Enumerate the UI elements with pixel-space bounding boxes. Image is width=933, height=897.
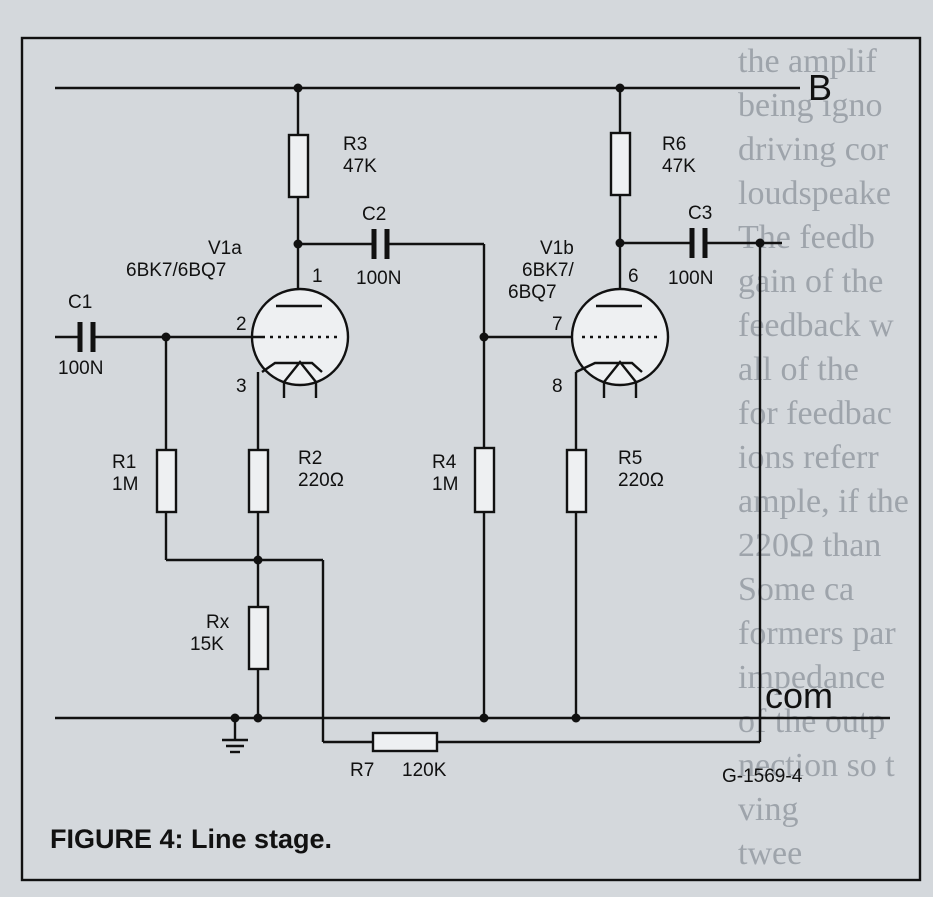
c1-value: 100N: [58, 358, 103, 379]
r5-value: 220Ω: [618, 470, 664, 491]
r6-value: 47K: [662, 156, 696, 177]
r7-label: R7: [350, 760, 374, 781]
r2-value: 220Ω: [298, 470, 344, 491]
bg-line: ions referr: [738, 439, 879, 476]
bg-line: being igno: [738, 87, 883, 124]
tube-v1b: [570, 287, 670, 398]
figure-frame: [20, 36, 922, 882]
resistor-rx: [247, 605, 270, 671]
r1-value: 1M: [112, 474, 138, 495]
r4-label: R4: [432, 452, 457, 473]
supply-rail-label: B: [808, 67, 832, 108]
bg-line: for feedbac: [738, 395, 892, 432]
figure-code: G-1569-4: [722, 766, 803, 787]
v1a-type: 6BK7/6BQ7: [126, 260, 226, 281]
resistor-r4: [473, 446, 496, 514]
resistor-r3: [287, 133, 310, 199]
resistor-r6: [609, 131, 632, 197]
common-rail-label: com: [765, 675, 833, 716]
rx-value: 15K: [190, 634, 224, 655]
rx-label: Rx: [206, 612, 230, 633]
bg-line: impedance: [738, 659, 886, 696]
bg-line: Some ca: [738, 571, 855, 608]
v1a-pin-cathode: 3: [236, 376, 247, 397]
v1a-label: V1a: [208, 238, 242, 259]
bg-line: feedback w: [738, 307, 894, 344]
v1b-pin-grid: 7: [552, 314, 563, 335]
bg-line: ample, if the: [738, 483, 909, 520]
background-article-text: the amplif being igno driving cor loudsp…: [738, 40, 933, 876]
c2-label: C2: [362, 204, 386, 225]
bg-line: gain of the: [738, 263, 884, 300]
bg-line: 220Ω than: [738, 527, 882, 564]
bg-line: loudspeake: [738, 175, 891, 212]
c2-value: 100N: [356, 268, 401, 289]
v1b-label: V1b: [540, 238, 574, 259]
tube-v1a: [250, 287, 350, 398]
figure-caption: FIGURE 4: Line stage.: [50, 824, 332, 854]
resistor-r7: [371, 731, 439, 753]
bg-line: of the outp: [738, 703, 886, 740]
c3-label: C3: [688, 203, 712, 224]
v1b-type-line2: 6BQ7: [508, 282, 557, 303]
bg-line: nection so t: [738, 747, 895, 784]
junction-dot: [479, 332, 489, 342]
bg-line: formers par: [738, 615, 896, 652]
v1b-pin-plate: 6: [628, 266, 639, 287]
r4-value: 1M: [432, 474, 458, 495]
r5-label: R5: [618, 448, 642, 469]
r3-label: R3: [343, 134, 367, 155]
r7-value: 120K: [402, 760, 447, 781]
v1b-type-line1: 6BK7/: [522, 260, 574, 281]
bg-line: ving: [738, 791, 799, 828]
r3-value: 47K: [343, 156, 377, 177]
c3-value: 100N: [668, 268, 713, 289]
bg-line: driving cor: [738, 131, 889, 168]
v1a-pin-plate: 1: [312, 266, 323, 287]
bg-line: the amplif: [738, 43, 877, 80]
r2-label: R2: [298, 448, 322, 469]
bg-line: twee: [738, 835, 803, 872]
v1a-pin-grid: 2: [236, 314, 247, 335]
r6-label: R6: [662, 134, 686, 155]
ground-symbol: [222, 718, 248, 754]
resistor-r1: [155, 448, 178, 514]
r1-label: R1: [112, 452, 136, 473]
c1-label: C1: [68, 292, 92, 313]
resistor-r5: [565, 448, 588, 514]
bg-line: all of the: [738, 351, 859, 388]
v1b-pin-cathode: 8: [552, 376, 563, 397]
resistor-r2: [247, 448, 270, 514]
